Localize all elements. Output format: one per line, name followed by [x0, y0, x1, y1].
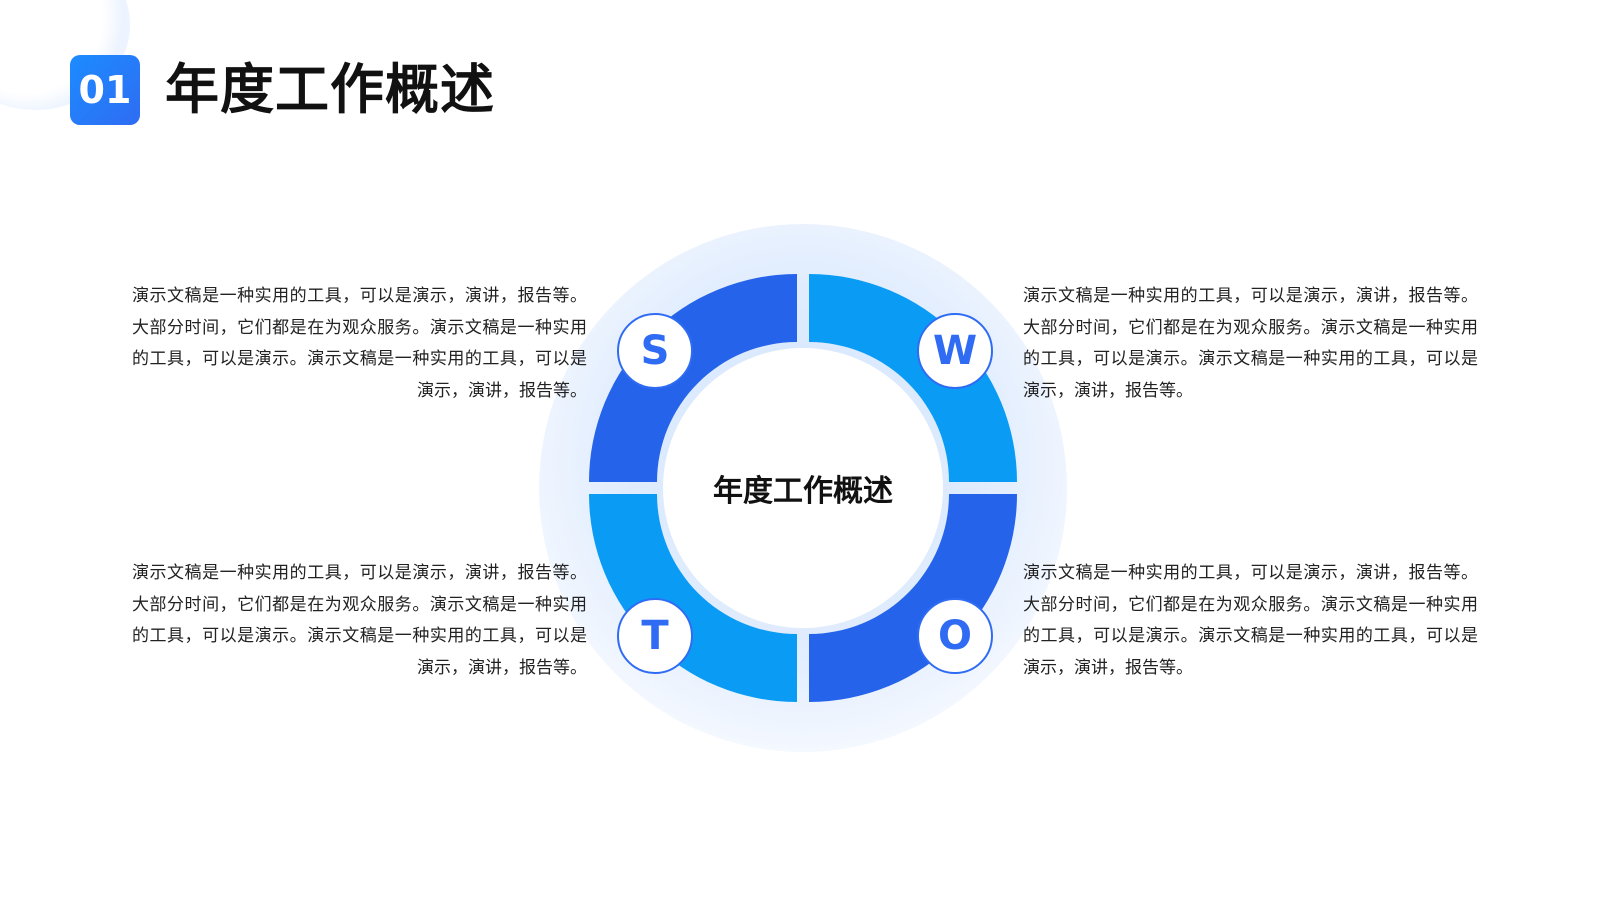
quadrant-strengths [589, 274, 797, 482]
quadrant-weaknesses [809, 274, 1017, 482]
swot-letter-w: W [917, 313, 993, 389]
paragraph-weaknesses: 演示文稿是一种实用的工具，可以是演示，演讲，报告等。大部分时间，它们都是在为观众… [1023, 286, 1478, 401]
diagram-center-label: 年度工作概述 [713, 474, 893, 509]
quadrant-threats [589, 494, 797, 702]
section-number-badge: 01 [70, 55, 140, 125]
swot-ring [589, 274, 1017, 702]
paragraph-strengths: 演示文稿是一种实用的工具，可以是演示，演讲，报告等。大部分时间，它们都是在为观众… [132, 286, 587, 401]
quadrant-opportunities [809, 494, 1017, 702]
swot-letter-o: O [917, 598, 993, 674]
swot-letter-s: S [617, 313, 693, 389]
diagram-center-circle [663, 348, 943, 628]
swot-letter-t: T [617, 598, 693, 674]
page-title: 年度工作概述 [165, 58, 495, 121]
paragraph-opportunities: 演示文稿是一种实用的工具，可以是演示，演讲，报告等。大部分时间，它们都是在为观众… [1023, 563, 1478, 678]
paragraph-threats: 演示文稿是一种实用的工具，可以是演示，演讲，报告等。大部分时间，它们都是在为观众… [132, 563, 587, 678]
